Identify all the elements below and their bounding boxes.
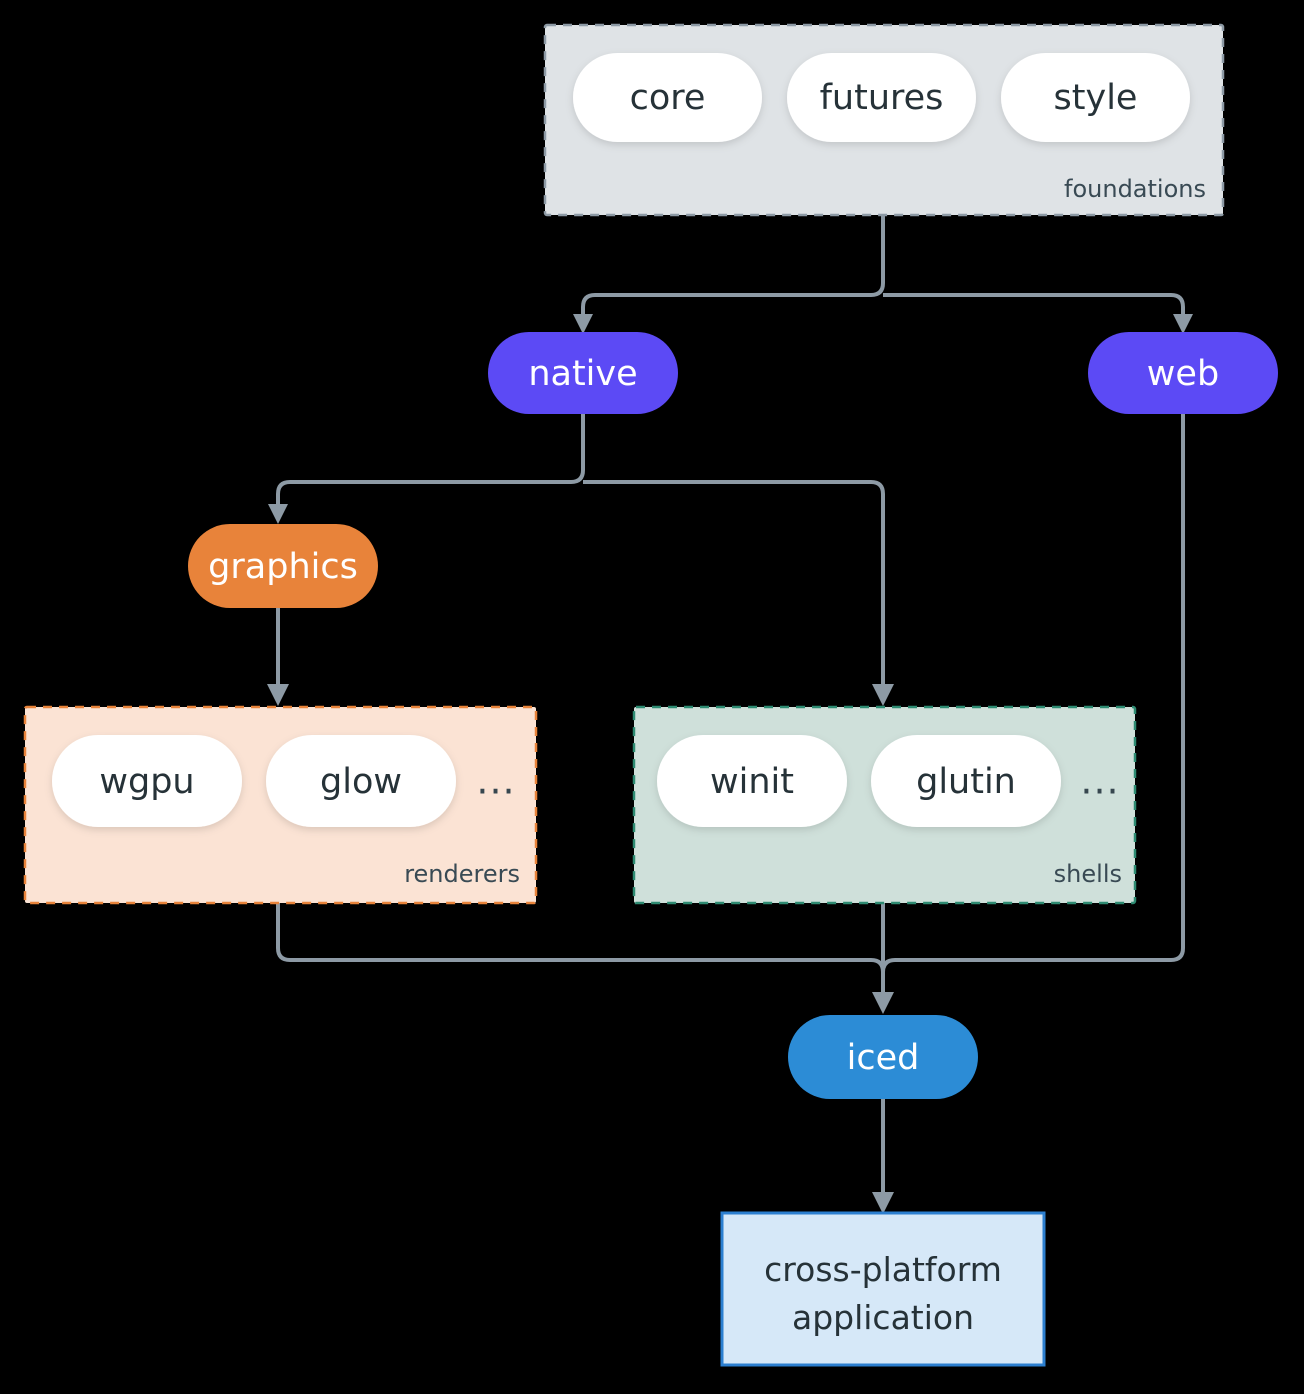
arrow-to-iced <box>872 992 894 1014</box>
node-glow-shape <box>266 735 456 827</box>
node-glutin-label: glutin <box>916 762 1016 802</box>
node-application-label-line2: application <box>792 1298 974 1337</box>
node-glutin-shape <box>871 735 1061 827</box>
node-wgpu-label: wgpu <box>99 762 194 802</box>
node-graphics-label: graphics <box>208 547 358 587</box>
node-winit[interactable]: winit <box>657 735 847 827</box>
edge-web-to-iced <box>881 414 1185 1000</box>
node-core-label: core <box>630 78 706 118</box>
node-native[interactable]: native <box>488 332 678 414</box>
node-graphics[interactable]: graphics <box>188 524 378 608</box>
arrow-to-web <box>1173 314 1193 334</box>
arrow-to-renderers <box>267 684 289 706</box>
renderers-ellipsis: ... <box>476 759 515 803</box>
node-wgpu[interactable]: wgpu <box>52 735 242 827</box>
node-glow[interactable]: glow <box>266 735 456 827</box>
edge-native-split <box>276 414 585 512</box>
node-winit-shape <box>657 735 847 827</box>
shells-ellipsis: ... <box>1080 759 1119 803</box>
node-style[interactable]: style <box>1001 53 1190 142</box>
cluster-shells-label: shells <box>1054 860 1122 888</box>
edge-renderers-to-iced <box>276 903 885 1000</box>
cluster-shells: winit glutin ... shells <box>632 705 1137 905</box>
node-glutin[interactable]: glutin <box>871 735 1061 827</box>
node-web-shape <box>1088 332 1278 414</box>
node-application-label-line1: cross-platform <box>764 1250 1002 1289</box>
arrow-to-application <box>872 1192 894 1214</box>
node-iced[interactable]: iced <box>788 1015 978 1099</box>
node-iced-shape <box>788 1015 978 1099</box>
edge-foundations-split <box>581 215 885 322</box>
node-core-shape <box>573 53 762 142</box>
node-winit-label: winit <box>710 762 794 802</box>
arrow-to-graphics <box>268 504 288 524</box>
node-graphics-shape <box>188 524 378 608</box>
node-iced-label: iced <box>847 1038 920 1078</box>
node-futures[interactable]: futures <box>787 53 976 142</box>
node-application[interactable]: cross-platform application <box>720 1211 1046 1367</box>
node-web-label: web <box>1147 354 1219 394</box>
node-futures-label: futures <box>820 78 944 118</box>
node-web[interactable]: web <box>1088 332 1278 414</box>
edge-native-to-shells <box>583 480 885 692</box>
cluster-foundations-label: foundations <box>1064 175 1206 203</box>
node-native-label: native <box>528 354 637 394</box>
edge-layer <box>267 215 1193 1214</box>
cluster-renderers-label: renderers <box>404 860 520 888</box>
arrow-to-shells <box>872 684 894 706</box>
node-core[interactable]: core <box>573 53 762 142</box>
node-wgpu-shape <box>52 735 242 827</box>
node-glow-label: glow <box>320 762 402 802</box>
node-native-shape <box>488 332 678 414</box>
arrow-to-native <box>573 314 593 334</box>
edge-foundations-to-web <box>883 293 1185 322</box>
cluster-renderers: wgpu glow ... renderers <box>23 705 538 905</box>
node-style-label: style <box>1054 78 1138 118</box>
node-application-shape <box>720 1211 1046 1367</box>
node-futures-shape <box>787 53 976 142</box>
cluster-foundations: core futures style foundations <box>543 23 1225 217</box>
node-style-shape <box>1001 53 1190 142</box>
